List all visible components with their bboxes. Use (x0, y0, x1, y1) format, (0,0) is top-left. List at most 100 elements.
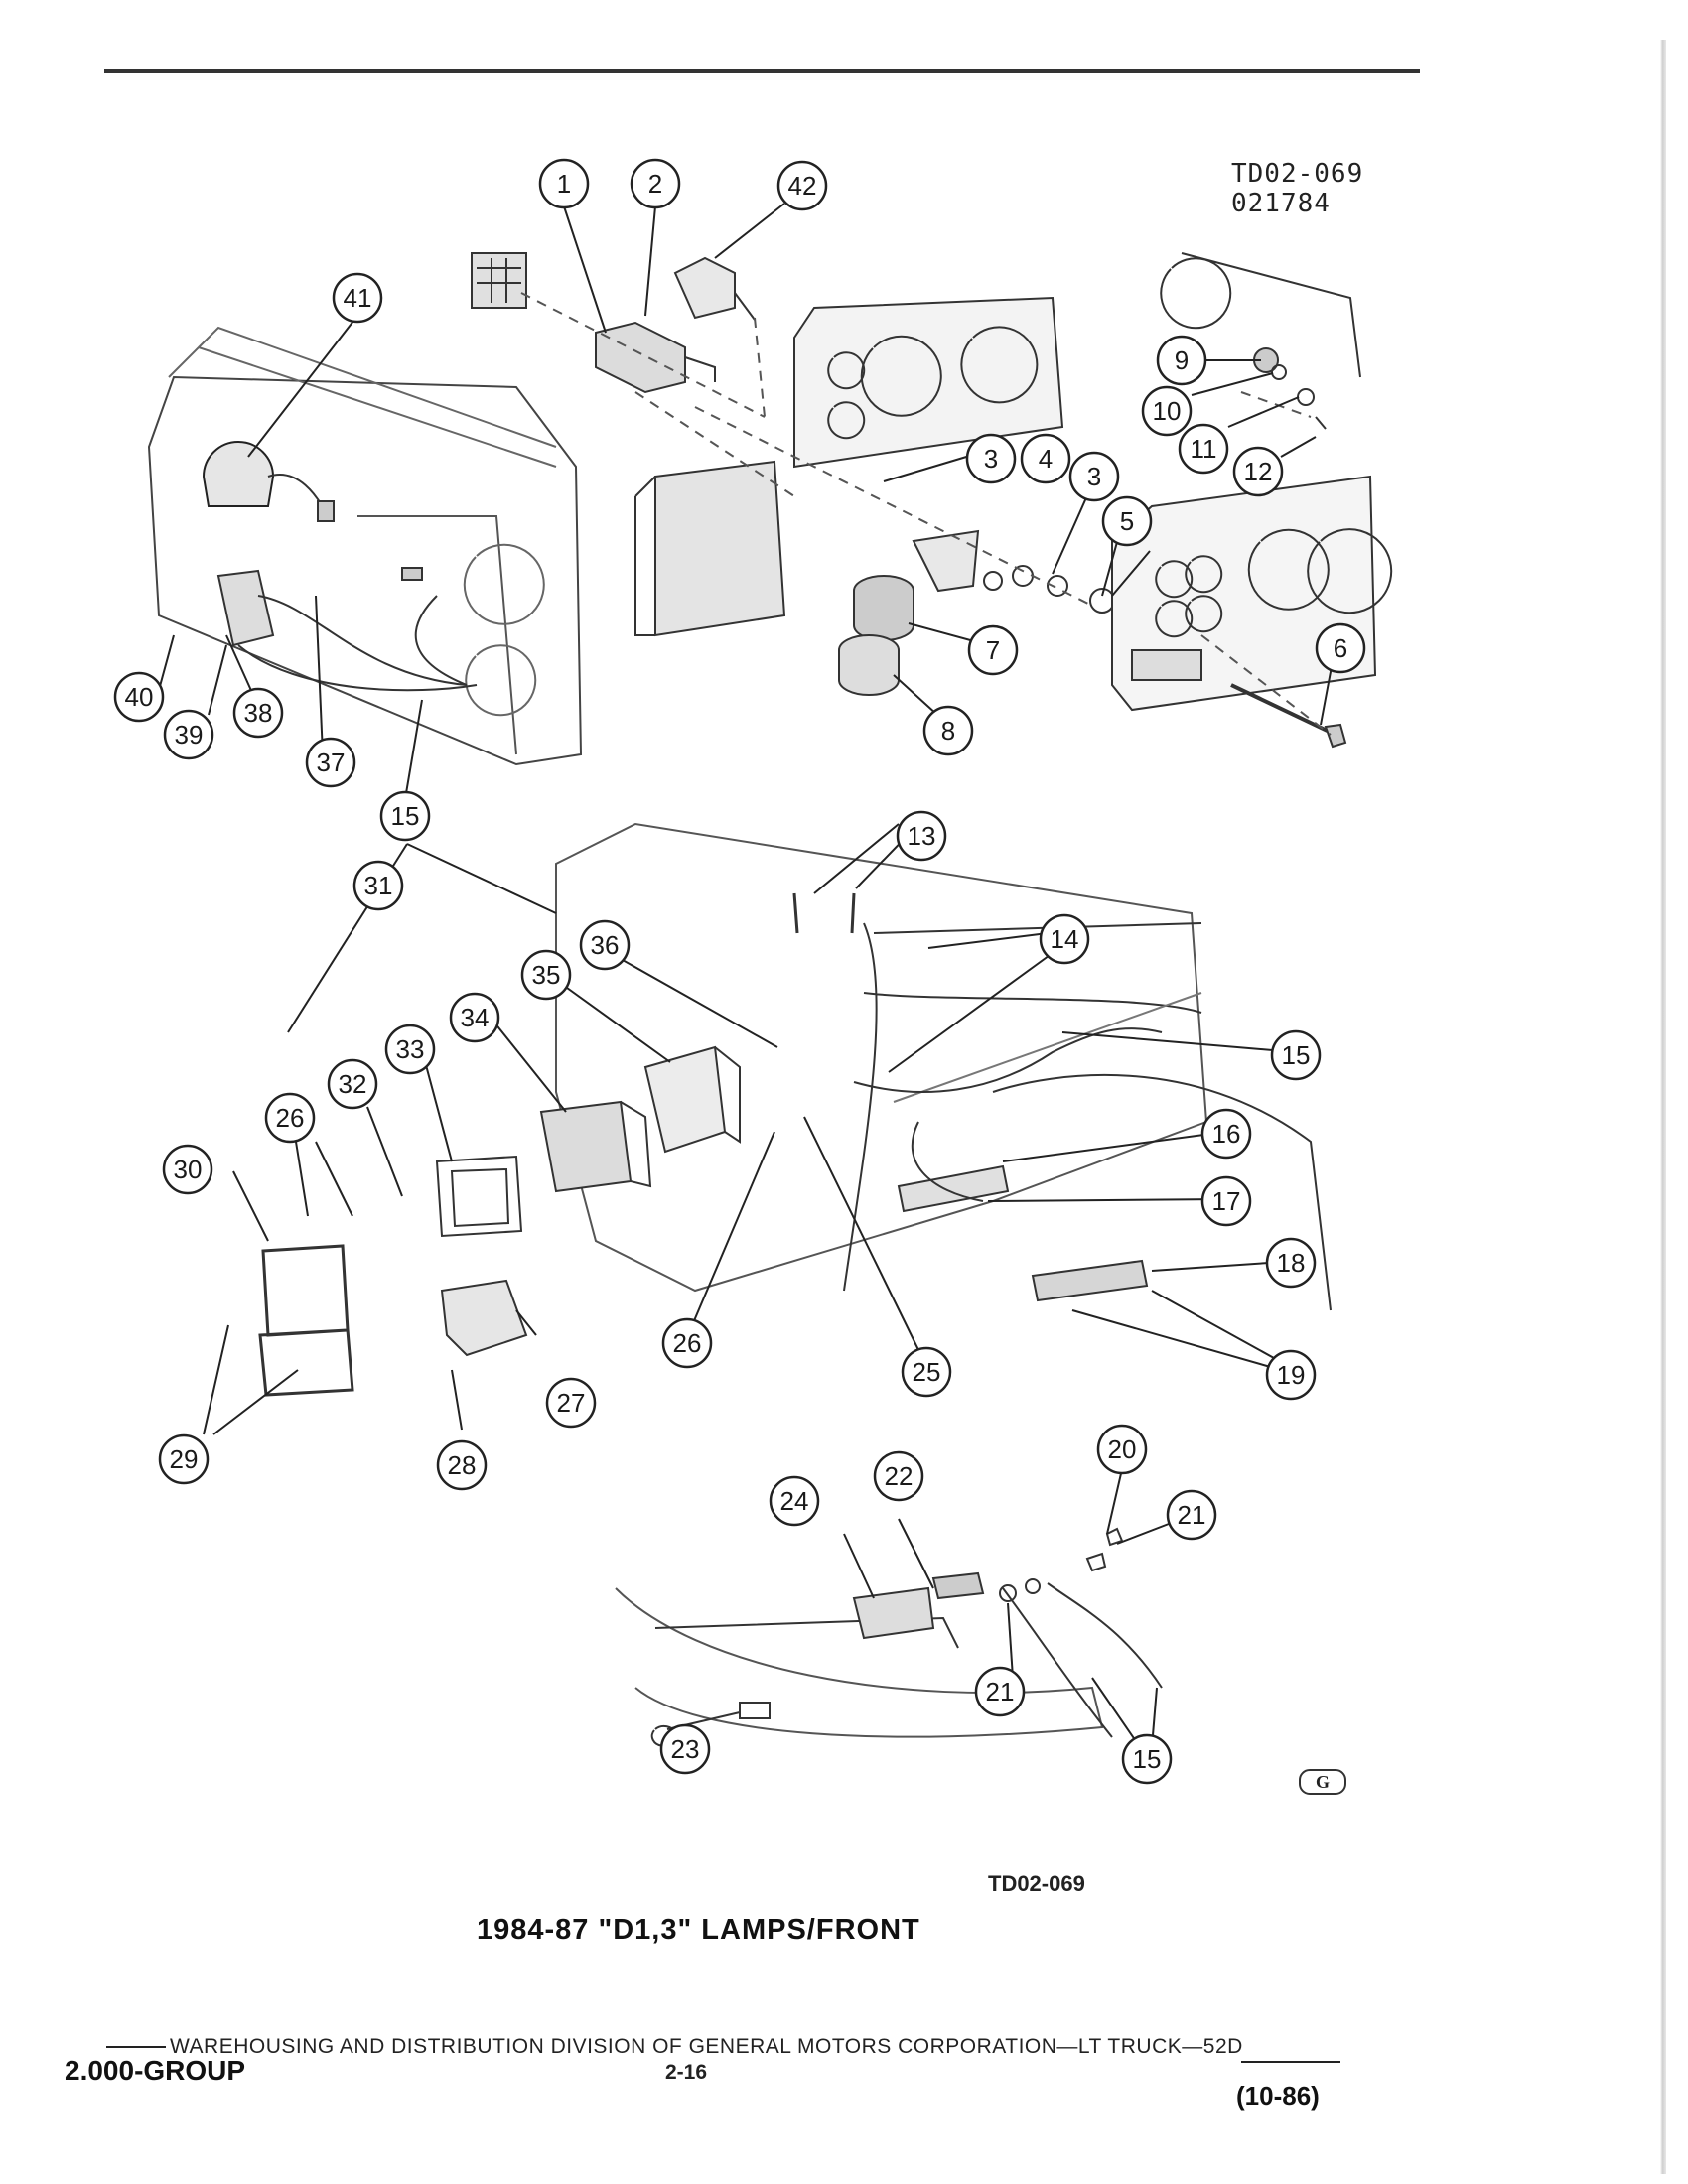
callout-22: 22 (873, 1450, 924, 1502)
callout-26: 26 (264, 1092, 316, 1144)
callout-label: 3 (1087, 462, 1101, 491)
callout-32: 32 (327, 1058, 378, 1110)
callout-26b: 26 (661, 1317, 713, 1369)
callout-label: 8 (941, 716, 955, 746)
callout-13: 13 (896, 810, 947, 862)
callout-label: 19 (1277, 1360, 1306, 1390)
callout-label: 38 (244, 698, 273, 728)
callout-label: 33 (396, 1034, 425, 1064)
callout-3: 3 (965, 433, 1017, 484)
callout-38: 38 (232, 687, 284, 739)
callout-label: 41 (344, 283, 372, 313)
callout-21b: 21 (974, 1666, 1026, 1717)
callout-label: 21 (986, 1677, 1015, 1706)
callout-5: 5 (1101, 495, 1153, 547)
callout-12: 12 (1232, 446, 1284, 497)
page-edge (1660, 40, 1666, 2174)
callout-7: 7 (967, 624, 1019, 676)
callout-17: 17 (1200, 1175, 1252, 1227)
callout-40: 40 (113, 671, 165, 723)
callout-label: 11 (1191, 434, 1217, 464)
callout-label: 42 (788, 171, 817, 201)
callout-8: 8 (922, 705, 974, 756)
callout-30: 30 (162, 1144, 213, 1195)
callout-label: 13 (908, 821, 936, 851)
top-rule (104, 69, 1420, 73)
callout-label: 26 (276, 1103, 305, 1133)
gm-logo: G (1299, 1769, 1346, 1795)
callout-27: 27 (545, 1377, 597, 1429)
callout-15: 15 (379, 790, 431, 842)
callout-label: 39 (175, 720, 204, 750)
callout-label: 29 (170, 1444, 199, 1474)
diagram-artwork (147, 203, 1393, 1748)
callout-16: 16 (1200, 1108, 1252, 1160)
figure-code-header: TD02-069 (1231, 159, 1364, 189)
callout-19: 19 (1265, 1349, 1317, 1401)
figure-title: 1984-87 "D1,3" LAMPS/FRONT (477, 1914, 920, 1946)
callout-9: 9 (1156, 335, 1207, 386)
callout-label: 30 (174, 1155, 203, 1184)
callout-label: 20 (1108, 1434, 1137, 1464)
footer-revision: (10-86) (1236, 2081, 1320, 2111)
callout-label: 5 (1120, 506, 1134, 536)
callout-11: 11 (1178, 423, 1229, 475)
callout-33: 33 (384, 1024, 436, 1075)
callout-1: 1 (538, 158, 590, 209)
callout-2: 2 (630, 158, 681, 209)
callout-23: 23 (659, 1723, 711, 1775)
callout-label: 26 (673, 1328, 702, 1358)
callout-15c: 15 (1121, 1733, 1173, 1785)
callout-label: 14 (1051, 924, 1079, 954)
callout-label: 16 (1212, 1119, 1241, 1149)
callouts: 1 2 42 41 9 10 11 12 3 4 3 5 7 6 8 40 38… (113, 158, 1366, 1785)
callout-label: 2 (648, 169, 662, 199)
callout-21: 21 (1166, 1489, 1217, 1541)
figure-date-header: 021784 (1231, 189, 1331, 218)
callout-label: 23 (671, 1734, 700, 1764)
callout-4: 4 (1020, 433, 1071, 484)
callout-label: 15 (1282, 1040, 1311, 1070)
callout-label: 9 (1175, 345, 1189, 375)
callout-10: 10 (1141, 385, 1193, 437)
callout-label: 4 (1039, 444, 1053, 474)
callout-6: 6 (1315, 622, 1366, 674)
callout-39: 39 (163, 709, 214, 760)
callout-label: 25 (913, 1357, 941, 1387)
callout-label: 3 (984, 444, 998, 474)
callout-label: 36 (591, 930, 620, 960)
callout-41: 41 (332, 272, 383, 324)
footer-page-number: 2-16 (665, 2061, 708, 2084)
callout-31: 31 (352, 860, 404, 911)
callout-20: 20 (1096, 1424, 1148, 1475)
callout-label: 1 (557, 169, 571, 199)
footer-division-line: WAREHOUSING AND DISTRIBUTION DIVISION OF… (170, 2035, 1243, 2058)
callout-label: 24 (780, 1486, 809, 1516)
callout-3b: 3 (1068, 451, 1120, 502)
callout-29: 29 (158, 1433, 210, 1485)
footer-rule (1241, 2061, 1340, 2063)
callout-label: 37 (317, 748, 346, 777)
callout-37: 37 (305, 737, 356, 788)
callout-label: 32 (339, 1069, 367, 1099)
callout-label: 17 (1212, 1186, 1241, 1216)
callout-label: 7 (986, 635, 1000, 665)
callout-36: 36 (579, 919, 631, 971)
callout-label: 21 (1178, 1500, 1206, 1530)
callout-25: 25 (901, 1346, 952, 1398)
callout-14: 14 (1039, 913, 1090, 965)
callout-label: 35 (532, 960, 561, 990)
callout-label: 28 (448, 1450, 477, 1480)
callout-42: 42 (776, 160, 828, 211)
callout-label: 18 (1277, 1248, 1306, 1278)
callout-label: 10 (1153, 396, 1182, 426)
figure-code-caption: TD02-069 (988, 1871, 1085, 1896)
callout-15b: 15 (1270, 1029, 1322, 1081)
callout-34: 34 (449, 992, 500, 1043)
callout-28: 28 (436, 1439, 488, 1491)
callout-label: 15 (1133, 1744, 1162, 1774)
callout-label: 40 (125, 682, 154, 712)
callout-label: 34 (461, 1003, 490, 1032)
callout-label: 31 (364, 871, 393, 900)
